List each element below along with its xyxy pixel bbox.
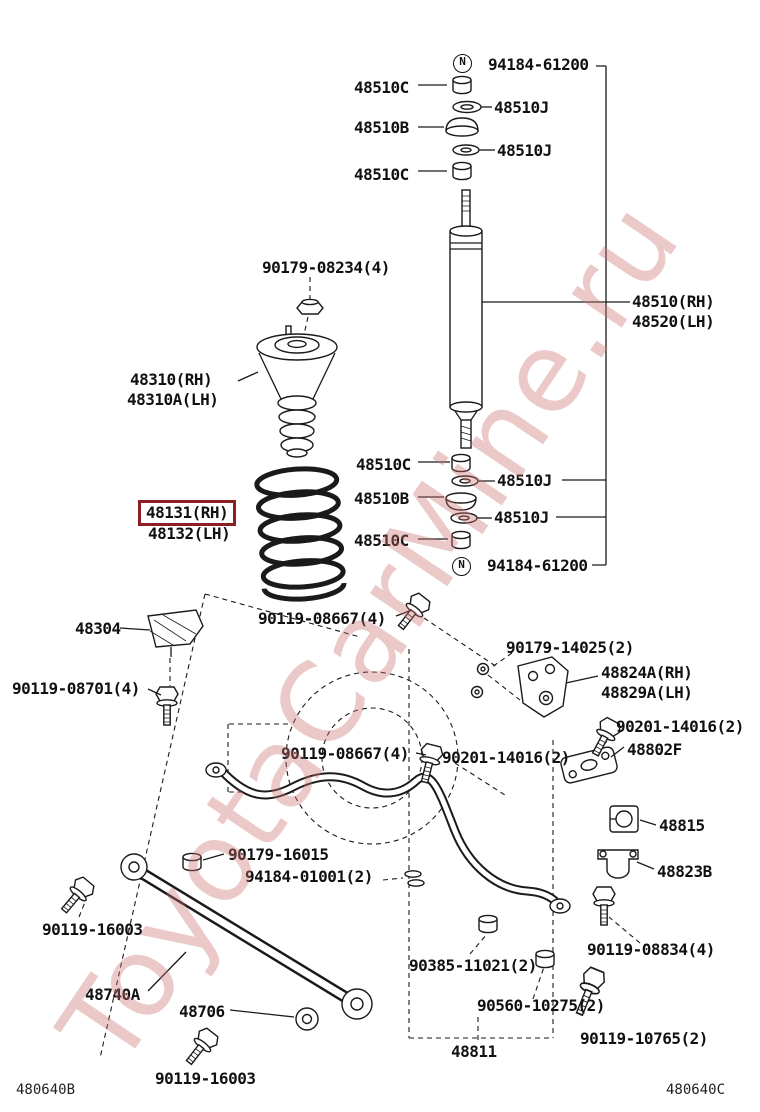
label-48740a: 48740A	[85, 985, 140, 1004]
spring-bumper-drawing	[256, 325, 338, 458]
link-plate-drawing	[560, 746, 618, 784]
coil-spring-drawing	[254, 466, 347, 602]
nut-marker-bottom: N	[452, 557, 471, 576]
page-code-right: 480640C	[666, 1082, 726, 1098]
label-48510c-4: 48510C	[354, 531, 409, 550]
label-90385-11021: 90385-11021(2)	[409, 956, 537, 975]
label-90179-14025: 90179-14025(2)	[506, 638, 634, 657]
label-94184-01001: 94184-01001(2)	[245, 867, 373, 886]
label-48510j-2: 48510J	[497, 141, 552, 160]
label-90119-16003-2: 90119-16003	[155, 1069, 256, 1088]
label-90119-08834: 90119-08834(4)	[587, 940, 715, 959]
label-48829a-lh: 48829A(LH)	[601, 683, 693, 702]
cushion-bracket-drawing	[147, 609, 204, 657]
bushing-stack-bottom	[445, 453, 479, 550]
shock-absorber-drawing	[449, 189, 483, 449]
label-48510b-2: 48510B	[354, 489, 409, 508]
label-90201-14016-1: 90201-14016(2)	[616, 717, 744, 736]
label-48510c-3: 48510C	[356, 455, 411, 474]
stabilizer-bushing-drawing	[609, 805, 639, 833]
label-90560-10275: 90560-10275(2)	[477, 996, 605, 1015]
lateral-control-rod-drawing	[120, 853, 373, 1031]
bushing-stack-top	[445, 75, 482, 181]
label-90179-08234: 90179-08234(4)	[262, 258, 390, 277]
label-90179-16015: 90179-16015	[228, 845, 329, 864]
label-48132-lh: 48132(LH)	[148, 524, 231, 543]
label-48131-rh: 48131(RH)	[138, 500, 237, 526]
label-48310a-lh: 48310A(LH)	[127, 390, 219, 409]
label-48510j-4: 48510J	[494, 508, 549, 527]
label-90201-14016-2: 90201-14016(2)	[442, 748, 570, 767]
label-48510j-1: 48510J	[494, 98, 549, 117]
label-90119-10765: 90119-10765(2)	[580, 1029, 708, 1048]
small-hardware-group	[182, 662, 555, 969]
label-48510j-3: 48510J	[497, 471, 552, 490]
leader-lines	[119, 84, 657, 1018]
label-90119-08701: 90119-08701(4)	[12, 679, 140, 698]
label-48815: 48815	[659, 816, 705, 835]
label-90119-16003-1: 90119-16003	[42, 920, 143, 939]
label-48802f: 48802F	[627, 740, 682, 759]
label-48811: 48811	[451, 1042, 497, 1061]
label-48823b: 48823B	[657, 862, 712, 881]
label-94184-61200-top: 94184-61200	[488, 55, 589, 74]
label-90119-08667-1: 90119-08667(4)	[258, 609, 386, 628]
label-48510c-1: 48510C	[354, 78, 409, 97]
label-48706: 48706	[179, 1002, 225, 1021]
mount-nut-drawing	[296, 298, 324, 315]
stabilizer-bar-drawing	[205, 762, 571, 914]
label-48520-lh: 48520(LH)	[632, 312, 715, 331]
label-94184-61200-bottom: 94184-61200	[487, 556, 588, 575]
label-48824a-rh: 48824A(RH)	[601, 663, 693, 682]
label-48310-rh: 48310(RH)	[130, 370, 213, 389]
label-90119-08667-2: 90119-08667(4)	[281, 744, 409, 763]
label-48510c-2: 48510C	[354, 165, 409, 184]
label-48304: 48304	[75, 619, 121, 638]
shackle-bracket-drawing	[517, 656, 569, 718]
nut-marker-top: N	[453, 54, 472, 73]
label-48510b-1: 48510B	[354, 118, 409, 137]
label-48510-rh: 48510(RH)	[632, 292, 715, 311]
stabilizer-clamp-drawing	[597, 849, 639, 879]
page-code-left: 480640B	[16, 1082, 76, 1098]
reference-line	[556, 65, 607, 566]
